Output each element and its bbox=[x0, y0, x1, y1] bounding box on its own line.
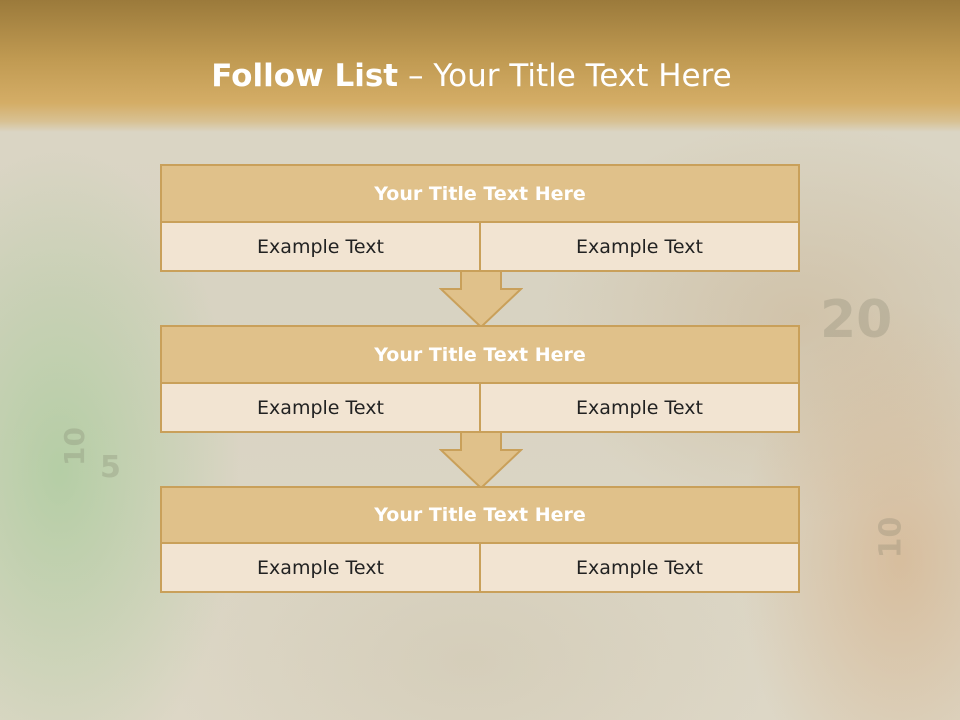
step-box-row: Example Text Example Text bbox=[162, 223, 798, 270]
banknote-watermark: 20 bbox=[820, 290, 893, 350]
slide-title: Follow List – Your Title Text Here bbox=[0, 56, 943, 96]
banknote-watermark: 10 bbox=[57, 427, 91, 466]
step-box-3: Your Title Text Here Example Text Exampl… bbox=[160, 486, 800, 593]
banknote-watermark: 10 bbox=[873, 516, 909, 559]
step-box-cell-right: Example Text bbox=[479, 384, 798, 431]
slide-title-bold: Follow List bbox=[211, 58, 399, 94]
step-box-cell-right: Example Text bbox=[479, 544, 798, 591]
step-box-cell-right: Example Text bbox=[479, 223, 798, 270]
step-box-title: Your Title Text Here bbox=[162, 327, 798, 384]
step-box-title: Your Title Text Here bbox=[162, 488, 798, 544]
step-box-row: Example Text Example Text bbox=[162, 544, 798, 591]
step-box-cell-left: Example Text bbox=[162, 544, 479, 591]
slide-title-rest: – Your Title Text Here bbox=[407, 58, 732, 94]
step-box-cell-left: Example Text bbox=[162, 223, 479, 270]
down-arrow-icon bbox=[439, 431, 523, 490]
step-box-2: Your Title Text Here Example Text Exampl… bbox=[160, 325, 800, 433]
step-box-cell-left: Example Text bbox=[162, 384, 479, 431]
step-box-1: Your Title Text Here Example Text Exampl… bbox=[160, 164, 800, 272]
banknote-watermark: 5 bbox=[100, 450, 121, 485]
header-band bbox=[0, 0, 960, 132]
step-box-row: Example Text Example Text bbox=[162, 384, 798, 431]
step-box-title: Your Title Text Here bbox=[162, 166, 798, 223]
down-arrow-icon bbox=[439, 270, 523, 329]
